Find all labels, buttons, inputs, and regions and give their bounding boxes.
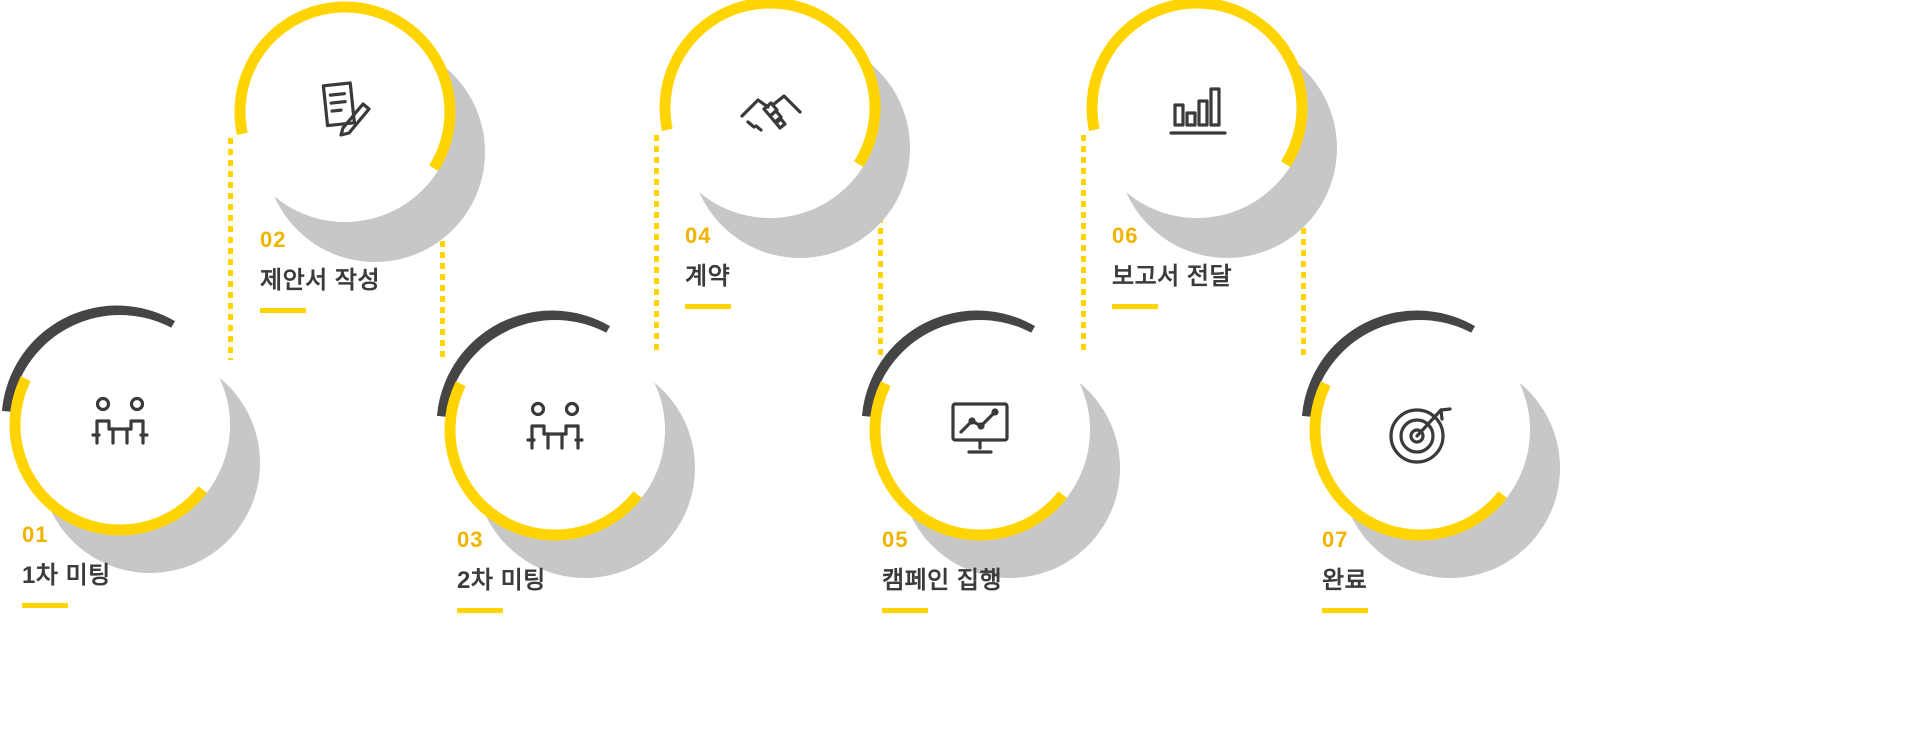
circle-face — [445, 320, 665, 540]
meeting-table-icon — [91, 396, 149, 445]
step-number: 05 — [882, 527, 909, 552]
step-label: 계약 — [685, 263, 731, 290]
step-label: 2차 미팅 — [457, 567, 546, 594]
step-caption: 01 1차 미팅 — [22, 522, 111, 608]
step-number: 03 — [457, 527, 484, 552]
circle-face — [660, 0, 880, 218]
step-number: 04 — [685, 223, 712, 248]
connector-02-01 — [228, 138, 233, 360]
connector-06-05 — [1081, 135, 1086, 355]
accent-arc — [869, 319, 1091, 541]
accent-arc — [1309, 319, 1531, 541]
connector-04-03 — [654, 135, 659, 353]
connector-04-05 — [878, 140, 883, 360]
step-caption: 05 캠페인 집행 — [882, 527, 1002, 613]
target-arrow-icon — [1389, 407, 1452, 464]
meeting-table-icon — [526, 401, 584, 450]
step-underline — [457, 608, 503, 613]
bar-chart-icon — [1169, 87, 1227, 135]
accent-arc — [659, 0, 881, 219]
step-label: 캠페인 집행 — [882, 567, 1003, 594]
step-underline — [882, 608, 928, 613]
step-6: 06 보고서 전달 — [1067, 0, 1387, 309]
step-circle — [436, 310, 695, 578]
step-underline — [1112, 304, 1158, 309]
accent-arc — [234, 1, 456, 223]
circle-face — [870, 320, 1090, 540]
step-1: 01 1차 미팅 — [0, 295, 310, 615]
connector-02-03 — [440, 142, 445, 358]
step-caption: 02 제안서 작성 — [260, 227, 380, 313]
monitor-graph-icon — [951, 402, 1009, 454]
step-label: 제안서 작성 — [260, 267, 381, 294]
step-caption: 07 완료 — [1322, 527, 1368, 613]
handshake-icon — [740, 94, 802, 132]
step-underline — [685, 304, 731, 309]
step-2: 02 제안서 작성 — [215, 0, 535, 313]
document-pen-icon — [321, 81, 371, 137]
step-label: 보고서 전달 — [1112, 263, 1233, 290]
step-3: 03 2차 미팅 — [425, 300, 745, 620]
circle-face — [10, 315, 230, 535]
step-4: 04 계약 — [640, 0, 960, 309]
circle-face — [235, 2, 455, 222]
step-underline — [260, 308, 306, 313]
step-circle — [861, 310, 1120, 578]
step-caption: 06 보고서 전달 — [1112, 223, 1232, 309]
step-circle — [234, 1, 485, 262]
connector-06-07 — [1301, 140, 1306, 360]
step-number: 07 — [1322, 527, 1349, 552]
step-caption: 04 계약 — [685, 223, 731, 309]
step-number: 01 — [22, 522, 49, 547]
step-underline — [1322, 608, 1368, 613]
step-circle — [1086, 0, 1337, 258]
step-circle — [1, 305, 260, 573]
step-number: 06 — [1112, 223, 1139, 248]
step-number: 02 — [260, 227, 287, 252]
step-7: 07 완료 — [1290, 300, 1610, 620]
step-5: 05 캠페인 집행 — [850, 300, 1170, 620]
step-label: 1차 미팅 — [22, 562, 111, 589]
circle-face — [1087, 0, 1307, 218]
step-caption: 03 2차 미팅 — [457, 527, 546, 613]
step-circle — [1301, 310, 1560, 578]
step-label: 완료 — [1322, 567, 1368, 594]
step-circle — [659, 0, 910, 258]
step-underline — [22, 603, 68, 608]
